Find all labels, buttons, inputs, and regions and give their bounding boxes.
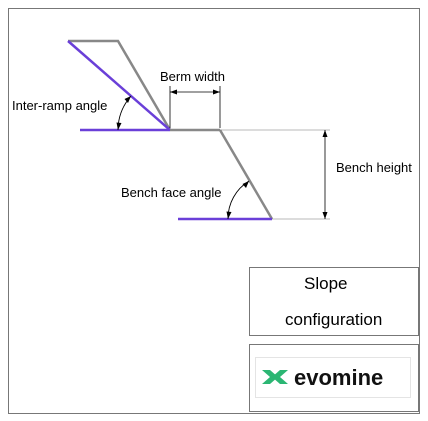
logo-wordmark: evomine bbox=[294, 365, 383, 390]
lower-bench-face-line bbox=[218, 129, 274, 220]
bench-height-label: Bench height bbox=[336, 160, 412, 175]
evomine-x-logo-icon bbox=[262, 370, 288, 384]
title-line-2: configuration bbox=[285, 310, 382, 329]
inter-ramp-slope-line bbox=[67, 40, 171, 131]
inter-ramp-angle-label: Inter-ramp angle bbox=[12, 98, 107, 113]
bench-face-angle-label: Bench face angle bbox=[121, 185, 221, 200]
bench-face-angle-arrow-bottom bbox=[226, 211, 232, 219]
berm-width-arrow-left bbox=[170, 89, 177, 95]
title-line-1: Slope bbox=[304, 274, 347, 293]
upper-bench-face-line bbox=[68, 39, 172, 131]
berm-width-arrow-right bbox=[213, 89, 220, 95]
title-panel bbox=[249, 267, 419, 336]
logo-inner-frame bbox=[255, 357, 411, 398]
bench-height-arrow-bottom bbox=[322, 212, 328, 219]
bench-face-angle-arrow-top bbox=[242, 181, 249, 188]
inter-ramp-angle-arrow-top bbox=[124, 96, 131, 103]
bench-height-arrow-top bbox=[322, 130, 328, 137]
berm-width-label: Berm width bbox=[160, 69, 225, 84]
outer-frame bbox=[8, 8, 420, 414]
inter-ramp-angle-arrow-bottom bbox=[116, 122, 122, 130]
